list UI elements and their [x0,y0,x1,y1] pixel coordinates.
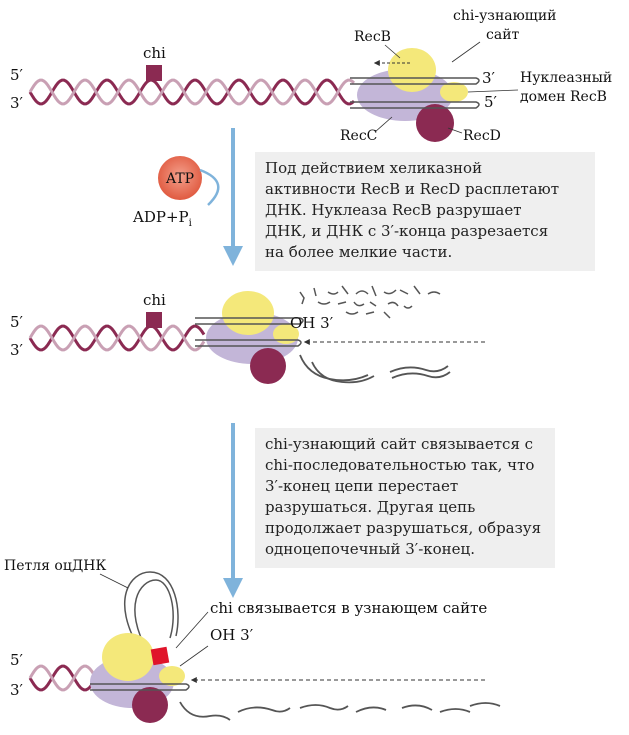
leader-chi-site [451,41,481,63]
chi-bound-label: chi связывается в узнающем сайте [210,599,487,617]
caption-line: продолжает разрушаться, образуя [265,519,542,537]
recb-label: RecB [354,29,391,45]
leader-loop [99,573,129,589]
dna-strand-bottom [28,324,206,352]
loop-label: Петля оцДНК [4,558,106,574]
unwound-strand [90,683,190,691]
recd-subunit [132,687,168,723]
recd-subunit [416,104,454,142]
nuclease-label-1: Нуклеазный [520,70,612,86]
caption-line: chi-последовательностью так, что [265,456,535,474]
chi-sequence [146,65,162,81]
chi-label: chi [143,44,166,62]
oh3-label: OH 3′ [290,314,334,332]
atp-circle [158,156,202,200]
dna-fragments [299,285,441,319]
ssdna-pieces [179,701,501,721]
caption-line: ДНК. Нуклеаза RecB разрушает [265,201,522,219]
unwound-strand-3prime [350,77,480,85]
atp-curve-arrow [199,168,220,206]
caption-line: на более мелкие части. [265,243,453,261]
caption-line: активности RecB и RecD расплетают [265,180,559,198]
dna-strand-bottom [28,78,356,106]
atp-label: ATP [165,171,194,187]
recb-nuclease-domain [159,666,185,686]
caption-line: одноцепочечный 3′-конец. [265,540,475,558]
three-prime-label: 3′ [10,94,24,112]
three-prime-label-enzyme: 3′ [482,69,496,87]
leader-recd [447,127,463,134]
chi-label: chi [143,291,166,309]
caption-step-2: chi-узнающий сайт связывается с chi-посл… [255,428,555,568]
adp-label: ADP+Pi [132,208,192,229]
three-prime-label: 3′ [10,681,24,699]
caption-step-1: Под действием хеликазной активности RecB… [255,152,595,271]
five-prime-label: 5′ [10,651,24,669]
dna-strand-bottom [28,664,96,692]
unwound-strand [195,339,302,347]
recd-subunit [250,348,286,384]
chi-bound-site [150,646,170,666]
unwound-strand [195,317,304,325]
caption-line: chi-узнающий сайт связывается с [265,435,534,453]
oh3-label: OH 3′ [210,626,254,644]
dna-strand-top [28,324,206,352]
leader-recb [384,44,401,59]
panel-2: chi 5′ 3′ OH 3′ [10,285,485,384]
caption-line: Под действием хеликазной [265,159,483,177]
five-prime-label-enzyme: 5′ [484,93,498,111]
chi-sequence [146,312,162,328]
leader-oh3 [179,645,209,667]
caption-line: разрушаться. Другая цепь [265,498,476,516]
recc-label: RecC [340,128,377,144]
recb-nuclease-domain [273,324,299,344]
chi-site-label-1: chi-узнающий [453,8,556,24]
unwound-strand-5prime [350,101,480,109]
nuclease-label-2: домен RecB [520,89,607,105]
leader-nuclease [467,89,519,93]
ssdna-pieces [299,354,451,384]
caption-line: ДНК, и ДНК с 3′-конца разрезается [265,222,549,240]
leader-recc [374,116,393,133]
dna-strand-top [28,664,96,692]
panel-3: 5′ 3′ Петля оцДНК chi связывается в узна… [4,558,501,723]
recb-subunit [102,633,154,681]
ssdna-loop [123,571,179,651]
leader-chi-bound [175,611,209,649]
chi-site-label-2: сайт [486,27,520,43]
caption-line: 3′-конец цепи перестает [265,477,459,495]
recb-nuclease-domain [440,82,468,102]
dna-strand-top [28,78,356,106]
five-prime-label: 5′ [10,313,24,331]
recb-subunit [222,291,274,335]
step-arrow-1: ATP ADP+Pi [132,128,243,266]
five-prime-label: 5′ [10,66,24,84]
recd-label: RecD [463,128,501,144]
recb-subunit [388,48,436,92]
panel-1: chi 5′ 3′ RecB chi-узнающий сайт 3′ 5′ Н… [10,8,612,144]
ssdna-loop [134,579,174,653]
three-prime-label: 3′ [10,341,24,359]
